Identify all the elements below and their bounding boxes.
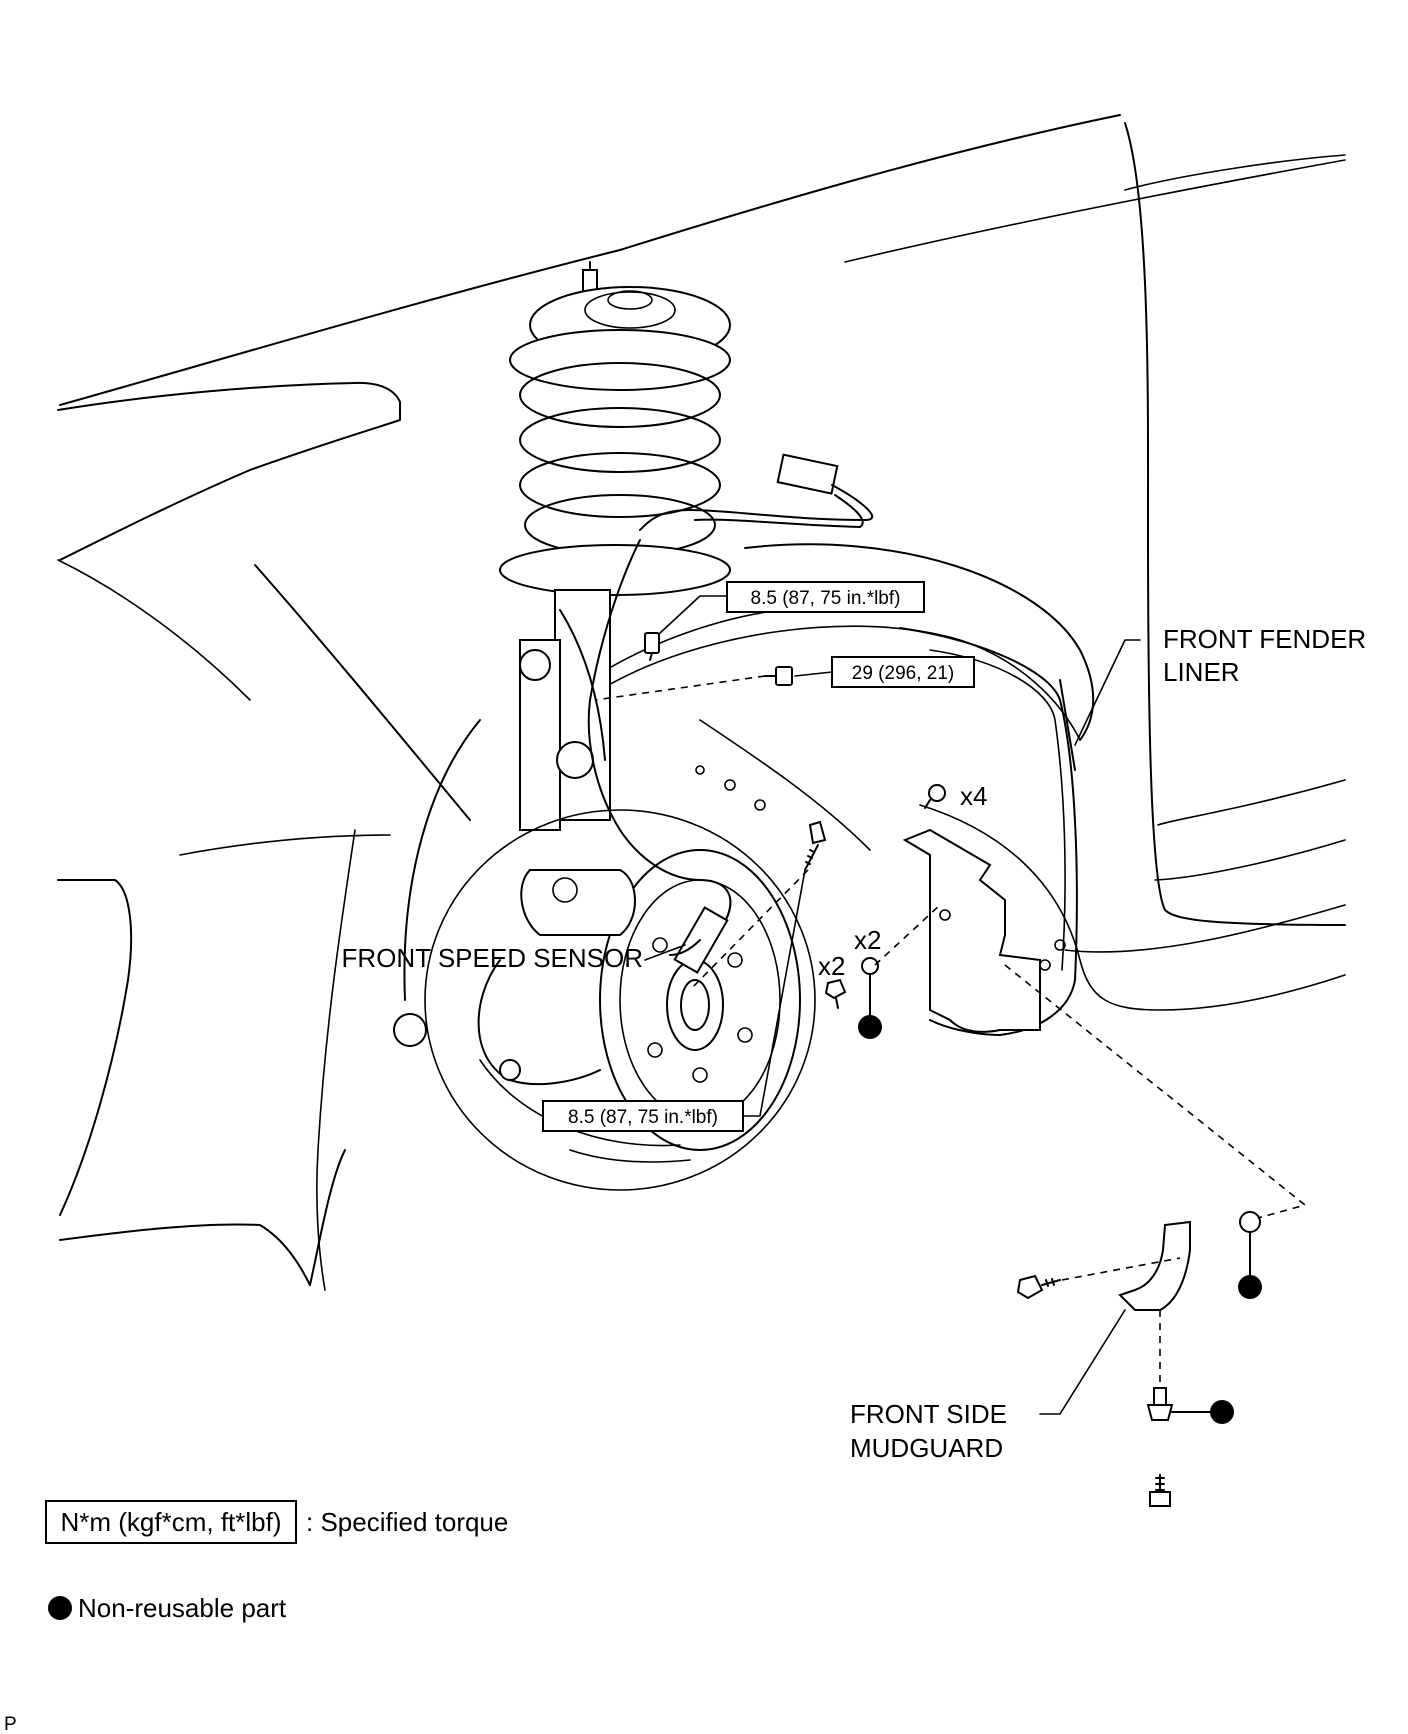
speed-sensor	[669, 906, 729, 974]
label-front-speed-sensor: FRONT SPEED SENSOR	[342, 943, 643, 973]
sensor-clamp-bolt-icon	[644, 632, 660, 661]
nonreusable-marker	[1210, 1400, 1234, 1424]
vehicle-body-outline	[57, 114, 1346, 1291]
legend-nonreusable-desc: Non-reusable part	[78, 1593, 287, 1623]
front-side-mudguard	[1118, 1220, 1191, 1311]
torque-value: 8.5 (87, 75 in.*lbf)	[568, 1107, 718, 1128]
label-front-fender-liner-1: FRONT FENDER	[1163, 624, 1366, 654]
label-front-side-mudguard-1: FRONT SIDE	[850, 1399, 1007, 1429]
front-fender-liner	[899, 627, 1078, 1036]
mudguard-clip-icon	[861, 957, 879, 986]
bracket-bolt-icon	[764, 666, 793, 686]
qty-mudguard-screws: x2	[818, 951, 845, 981]
legend-torque-desc: : Specified torque	[306, 1507, 508, 1537]
qty-liner-clips: x4	[960, 781, 987, 811]
legend: N*m (kgf*cm, ft*lbf) : Specified torque …	[45, 1500, 508, 1623]
mudguard-screw-bottom-icon	[1149, 1474, 1171, 1507]
legend-torque-unit: N*m (kgf*cm, ft*lbf)	[60, 1507, 281, 1537]
sensor-bolt-icon	[804, 820, 827, 871]
label-front-fender-liner-2: LINER	[1163, 657, 1240, 687]
torque-callout-bracket: 29 (296, 21)	[831, 656, 975, 688]
torque-callout-sensor-clamp: 8.5 (87, 75 in.*lbf)	[726, 581, 925, 613]
mudguard-screw-lower-icon	[1016, 1274, 1061, 1300]
nonreusable-markers	[858, 984, 1262, 1424]
nonreusable-marker	[1238, 1275, 1262, 1299]
corner-mark: P	[4, 1714, 17, 1734]
leader-lines	[644, 595, 1141, 1415]
qty-mudguard-clips: x2	[854, 925, 881, 955]
liner-clip-icon	[924, 784, 946, 809]
torque-value: 29 (296, 21)	[852, 663, 954, 684]
torque-callout-sensor-bolt: 8.5 (87, 75 in.*lbf)	[542, 1100, 744, 1132]
strut-assembly	[499, 261, 731, 831]
torque-value: 8.5 (87, 75 in.*lbf)	[751, 588, 901, 609]
mudguard-clip-right-icon	[1239, 1211, 1261, 1241]
mudguard-screw-icon	[824, 978, 847, 1009]
legend-nonreusable-marker	[48, 1596, 72, 1620]
mudguard-clip-bottom-icon	[1146, 1387, 1174, 1421]
nonreusable-marker	[858, 1015, 882, 1039]
fasteners	[644, 632, 1261, 1507]
label-front-side-mudguard-2: MUDGUARD	[850, 1433, 1003, 1463]
sensor-harness	[587, 453, 873, 931]
alignment-lines	[594, 675, 1307, 1385]
hub-and-disc	[393, 809, 816, 1191]
